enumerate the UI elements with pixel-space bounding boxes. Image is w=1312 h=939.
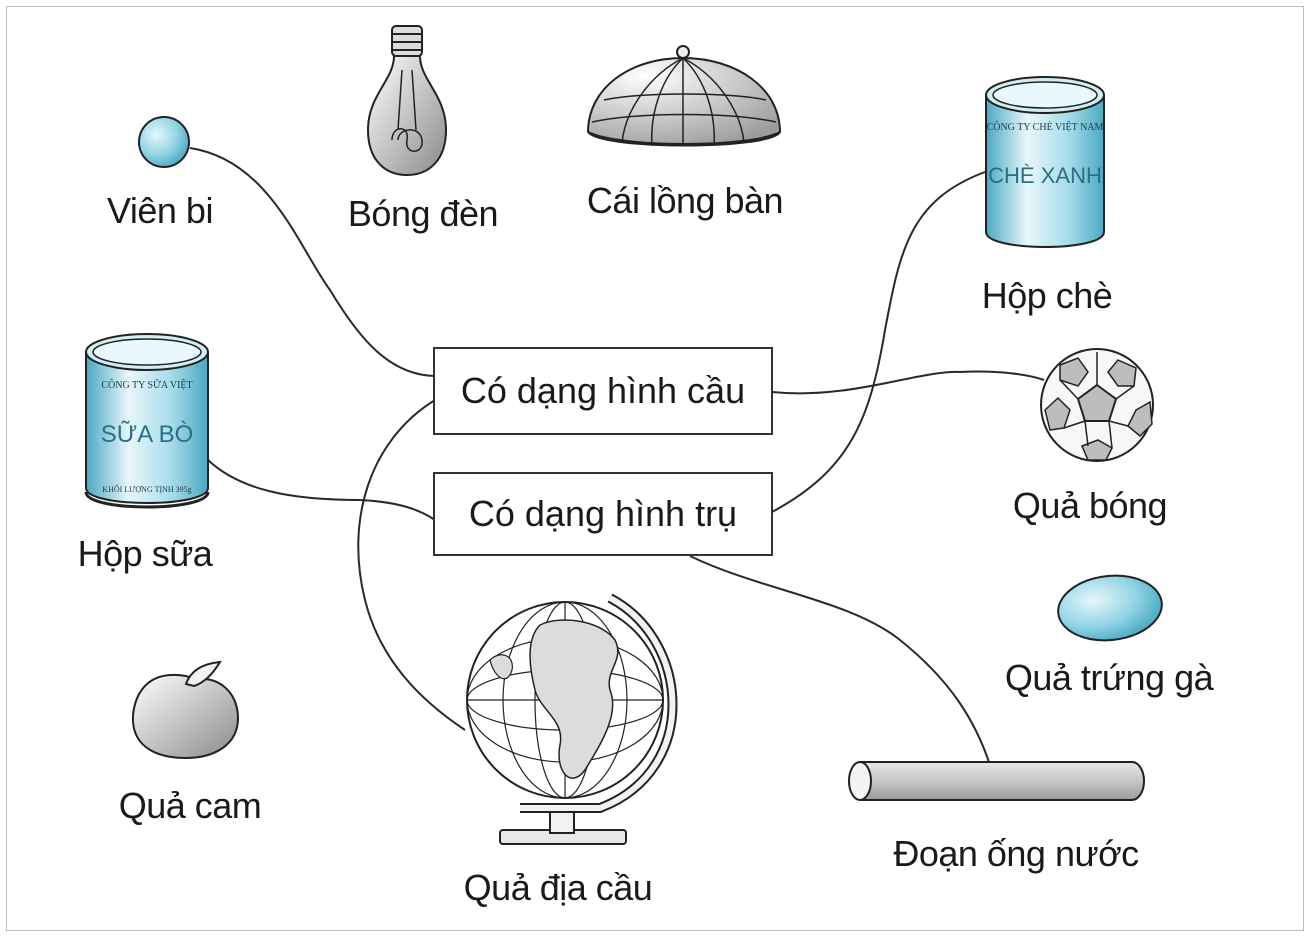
category-sphere-box: Có dạng hình cầu [433,347,773,435]
line-tea-cylinder [772,172,985,512]
tea-name-text: CHÈ XANH [988,163,1102,188]
label-ball: Quả bóng [1013,485,1167,527]
globe-icon [467,598,673,844]
label-food-cover: Cái lồng bàn [587,180,783,222]
label-globe: Quả địa cầu [464,867,653,909]
line-milk-cylinder [208,460,435,520]
light-bulb-icon [368,26,446,175]
milk-name-text: SỮA BÒ [101,420,194,448]
line-pipe-cylinder [690,556,990,765]
orange-icon [133,662,238,758]
soccer-ball-icon [1041,349,1153,461]
tea-box-icon: CÔNG TY CHÈ VIỆT NAM CHÈ XANH [986,77,1104,247]
egg-icon [1055,571,1165,646]
category-cylinder-box: Có dạng hình trụ [433,472,773,556]
milk-can-icon: CÔNG TY SỮA VIỆT SỮA BÒ KHỐI LƯỢNG TỊNH … [86,334,208,507]
label-tea-box: Hộp chè [982,275,1113,317]
line-ball-sphere [772,372,1044,394]
label-bulb: Bóng đèn [348,193,498,235]
label-marble: Viên bi [107,190,213,232]
food-cover-icon [588,46,780,146]
milk-weight-text: KHỐI LƯỢNG TỊNH 395g [102,484,191,494]
label-orange: Quả cam [119,785,262,827]
milk-brand-text: CÔNG TY SỮA VIỆT [101,379,192,391]
marble-icon [139,117,189,167]
water-pipe-icon [849,762,1144,800]
label-pipe: Đoạn ống nước [893,833,1138,875]
label-milk-can: Hộp sữa [78,533,213,575]
tea-brand-text: CÔNG TY CHÈ VIỆT NAM [987,121,1104,133]
line-marble-sphere [190,148,435,376]
line-globe-sphere [358,400,465,730]
label-egg: Quả trứng gà [1005,657,1213,699]
